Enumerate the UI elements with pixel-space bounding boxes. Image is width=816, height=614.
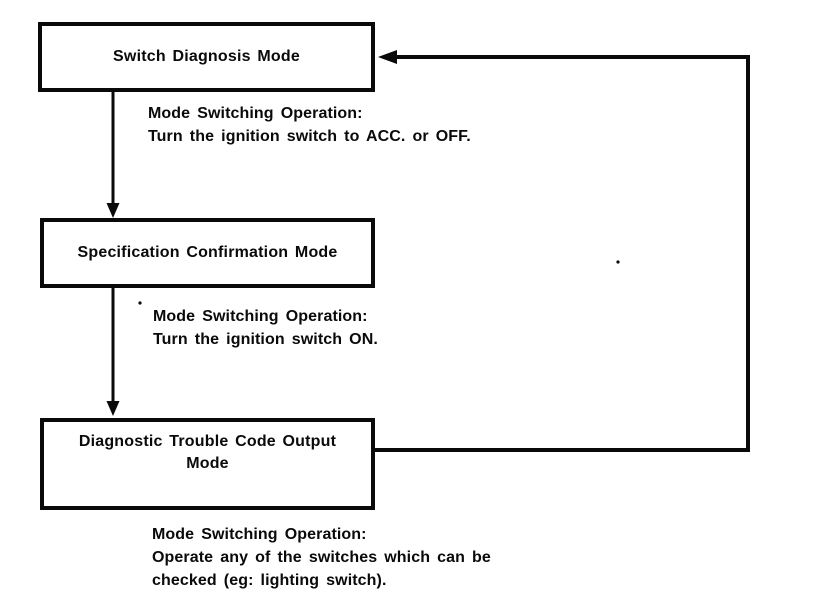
node-label: Mode — [186, 455, 229, 472]
annotation-heading: Mode Switching Operation: — [152, 526, 367, 543]
scan-artifact-dot — [616, 260, 620, 264]
node-switch-diagnosis-mode: Switch Diagnosis Mode — [38, 22, 375, 92]
node-label: Specification Confirmation Mode — [77, 244, 338, 261]
scan-artifact-dot — [138, 301, 142, 305]
annotation-heading: Mode Switching Operation: — [148, 105, 363, 122]
annotation-mode-switch-2: Mode Switching Operation: Turn the ignit… — [153, 305, 378, 351]
annotation-heading: Mode Switching Operation: — [153, 308, 368, 325]
node-diagnostic-trouble-code-output-mode: Diagnostic Trouble Code Output Mode — [40, 418, 375, 510]
annotation-line: Turn the ignition switch ON. — [153, 331, 378, 348]
annotation-mode-switch-3: Mode Switching Operation: Operate any of… — [152, 523, 491, 592]
annotation-line: Operate any of the switches which can be — [152, 549, 491, 566]
node-label: Switch Diagnosis Mode — [113, 48, 300, 65]
arrow-down-icon — [106, 286, 120, 416]
node-label: Diagnostic Trouble Code Output — [78, 433, 337, 450]
arrow-down-icon — [106, 90, 120, 218]
node-specification-confirmation-mode: Specification Confirmation Mode — [40, 218, 375, 288]
annotation-line: checked (eg: lighting switch). — [152, 572, 387, 589]
annotation-line: Turn the ignition switch to ACC. or OFF. — [148, 128, 471, 145]
annotation-mode-switch-1: Mode Switching Operation: Turn the ignit… — [148, 102, 471, 148]
